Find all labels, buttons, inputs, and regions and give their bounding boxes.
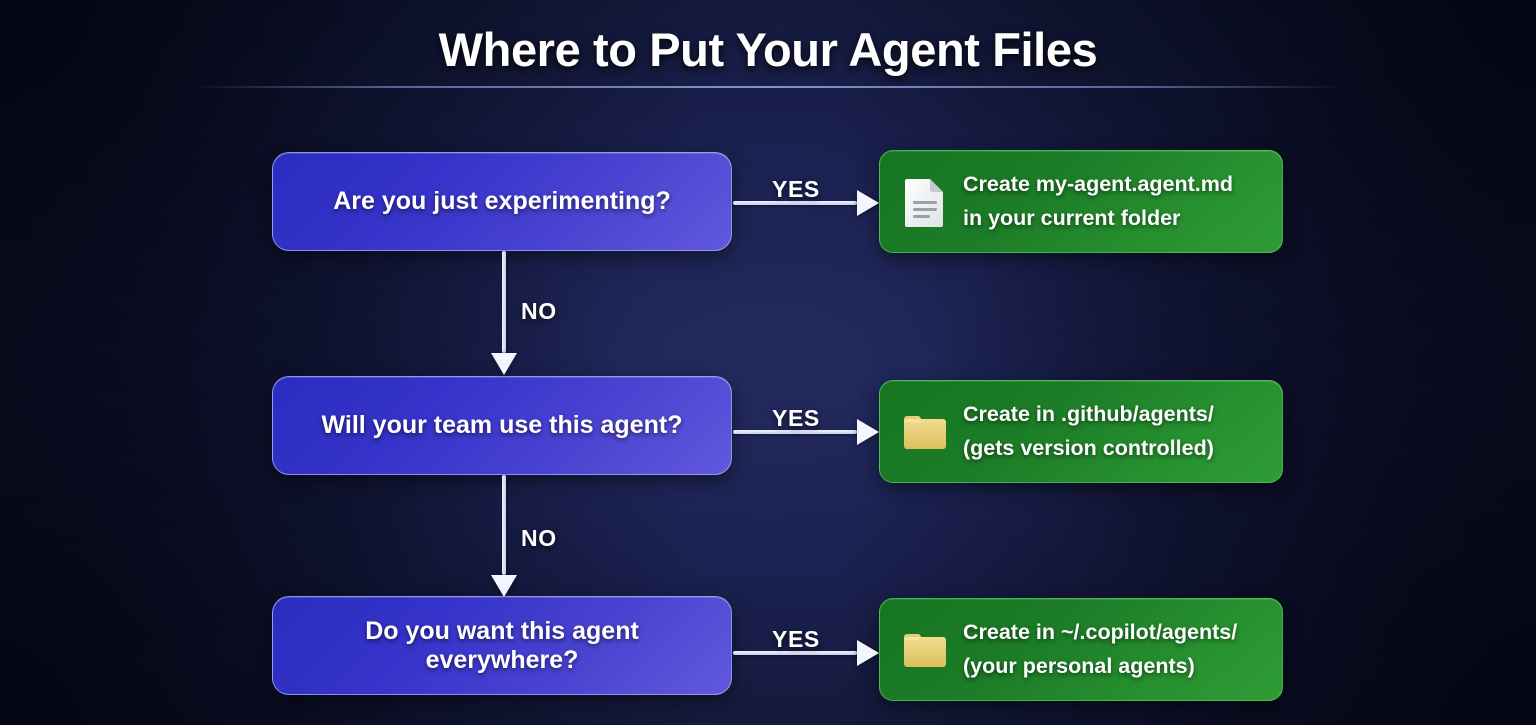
page-title: Where to Put Your Agent Files [438,23,1098,76]
arrowhead-down-icon [491,575,517,597]
result-text: Create my-agent.agent.md in your current… [963,168,1233,236]
connector-no-1 [491,251,517,375]
connector-yes-1 [733,190,879,216]
result-line-1: Create in .github/agents/ [963,401,1214,426]
arrowhead-right-icon [857,640,879,666]
decision-label: Are you just experimenting? [333,187,671,215]
result-line-1: Create in ~/.copilot/agents/ [963,619,1238,644]
connector-yes-3 [733,640,879,666]
no-label-2: NO [521,525,557,551]
arrowhead-down-icon [491,353,517,375]
connector-line [502,251,506,353]
result-current-folder[interactable]: Create my-agent.agent.md in your current… [879,150,1283,253]
connector-line [733,651,857,655]
connector-yes-2 [733,419,879,445]
document-icon [901,174,949,230]
yes-label-1: YES [772,176,820,202]
result-text: Create in ~/.copilot/agents/ (your perso… [963,616,1237,684]
decision-everywhere[interactable]: Do you want this agent everywhere? [272,596,732,695]
result-line-2: in your current folder [963,205,1181,230]
result-line-2: (gets version controlled) [963,435,1214,460]
connector-no-2 [491,475,517,597]
arrowhead-right-icon [857,419,879,445]
folder-icon [901,404,949,460]
yes-label-2: YES [772,405,820,431]
result-text: Create in .github/agents/ (gets version … [963,398,1214,466]
arrowhead-right-icon [857,190,879,216]
result-github-agents[interactable]: Create in .github/agents/ (gets version … [879,380,1283,483]
result-line-1: Create my-agent.agent.md [963,171,1234,196]
connector-line [733,201,857,205]
connector-line [733,430,857,434]
decision-label: Will your team use this agent? [321,411,683,439]
decision-label: Do you want this agent everywhere? [365,616,639,674]
yes-label-3: YES [772,626,820,652]
connector-line [502,475,506,575]
decision-team-use[interactable]: Will your team use this agent? [272,376,732,475]
folder-icon [901,622,949,678]
title-divider [190,86,1346,88]
result-line-2: (your personal agents) [963,653,1195,678]
result-copilot-agents[interactable]: Create in ~/.copilot/agents/ (your perso… [879,598,1283,701]
no-label-1: NO [521,298,557,324]
decision-experimenting[interactable]: Are you just experimenting? [272,152,732,251]
